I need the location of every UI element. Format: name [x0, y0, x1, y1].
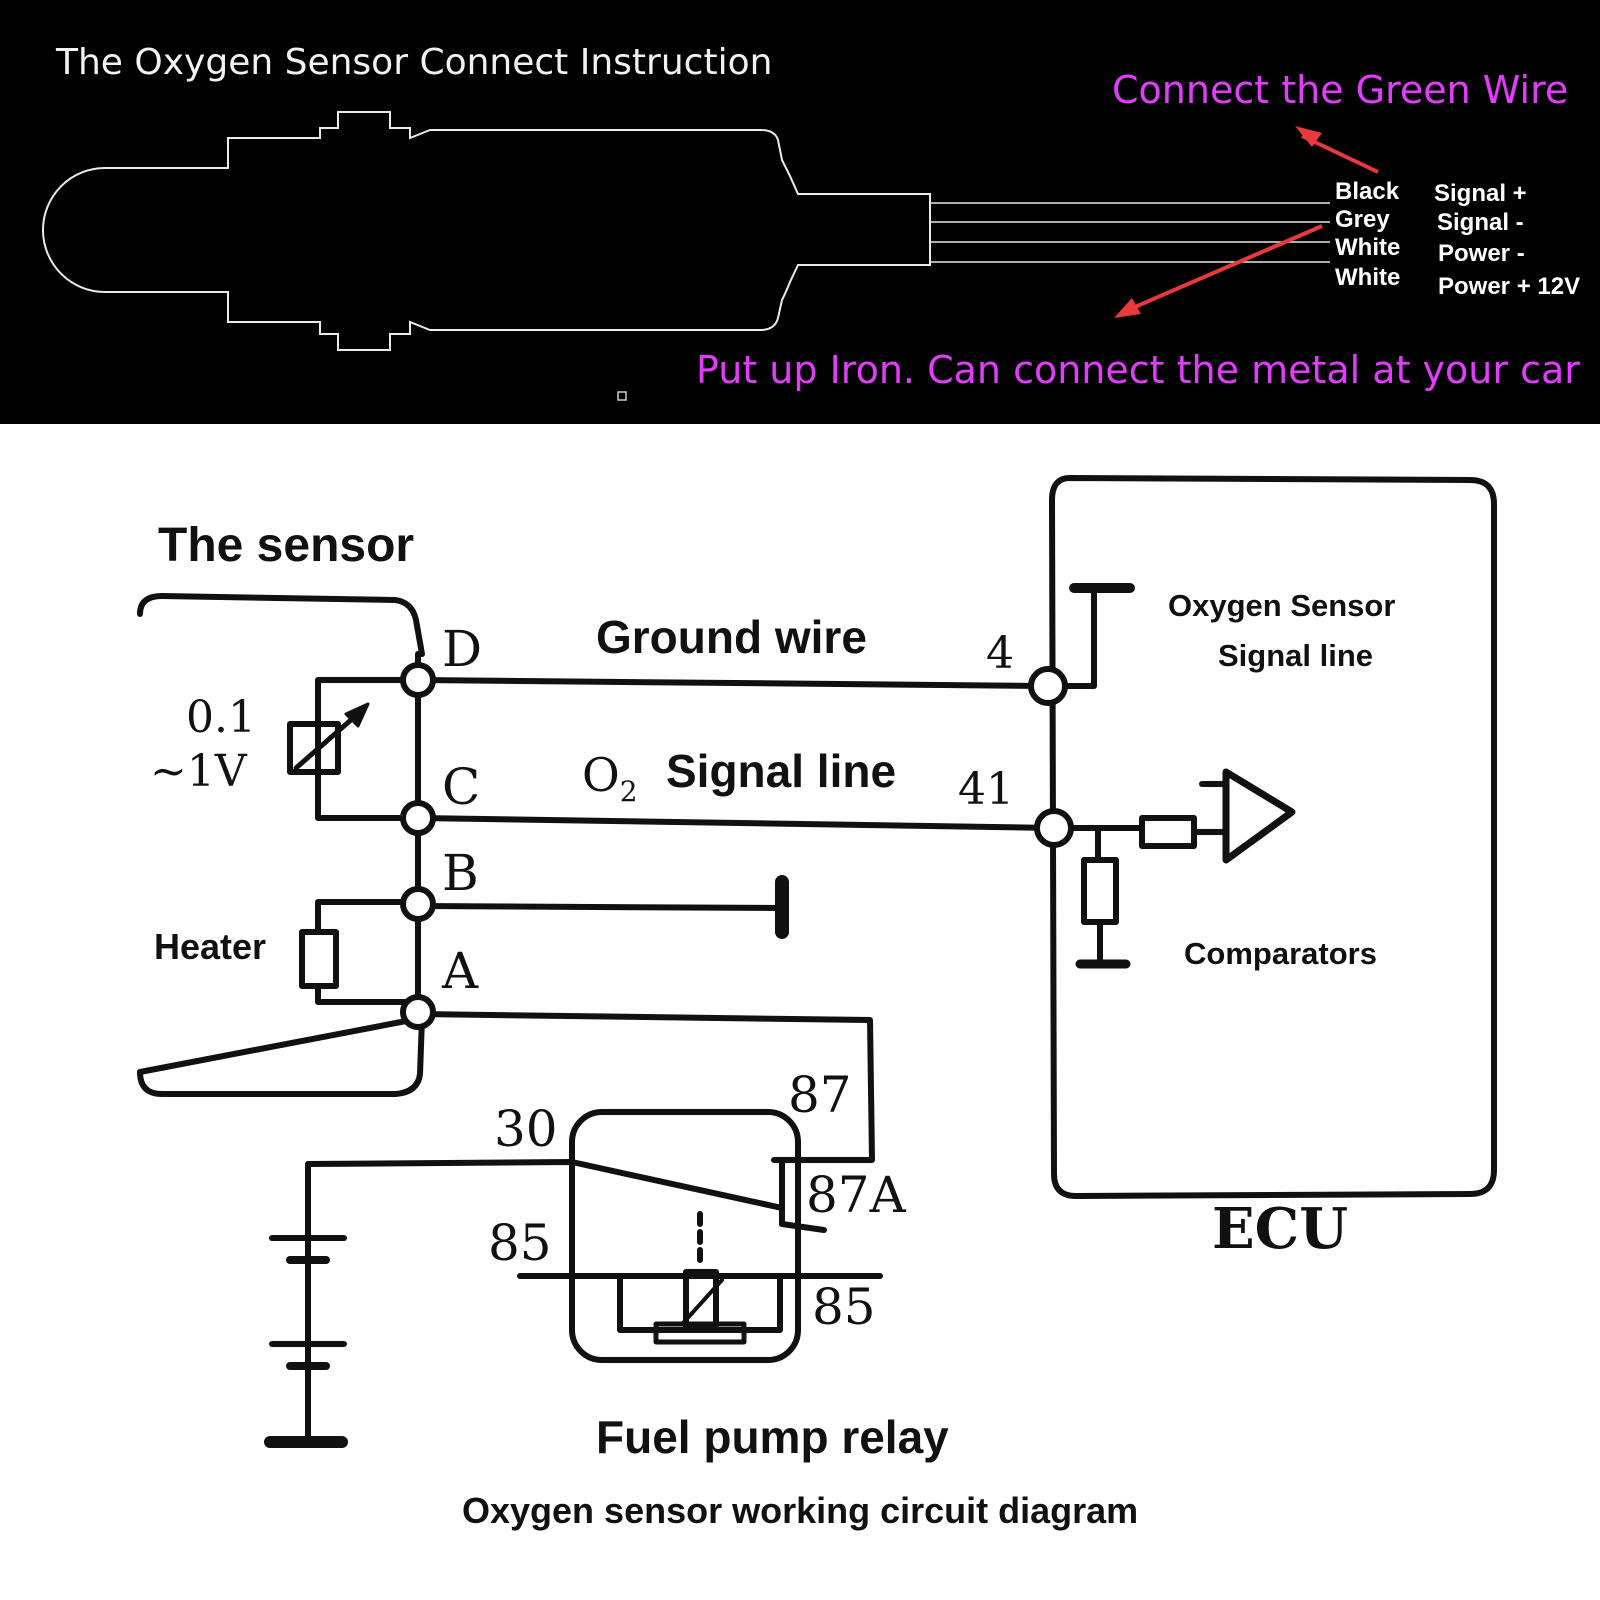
heater-label: Heater [154, 926, 267, 967]
sensing-loop [315, 677, 421, 821]
ecu-pin-4-label: 4 [986, 628, 1014, 679]
arrow-head-up [1295, 126, 1322, 147]
ecu-signal-label-2: Signal line [1218, 638, 1374, 673]
instruction-title: The Oxygen Sensor Connect Instruction [56, 42, 773, 83]
iron-note: Put up Iron. Can connect the metal at yo… [696, 348, 1580, 392]
wire-color-3: White [1335, 234, 1401, 261]
wire-function-2: Signal - [1437, 209, 1524, 236]
ecu-pulldown-resistor [1081, 857, 1119, 925]
o2-label: O2 [582, 748, 638, 808]
ecu-signal-label-1: Oxygen Sensor [1168, 588, 1396, 623]
wire-color-1: Black [1335, 178, 1400, 205]
ecu-label: ECU [1212, 1196, 1349, 1262]
small-square-mark [617, 391, 627, 401]
voltage-bottom-label: ~1V [150, 746, 247, 797]
heater-power-line [415, 1011, 875, 1163]
ecu-pin-41-label: 41 [958, 764, 1014, 815]
ground-wire-line [415, 677, 1051, 689]
ecu-terminal-41 [1034, 808, 1074, 848]
ecu-series-resistor [1139, 815, 1197, 849]
diagram-caption: Oxygen sensor working circuit diagram [462, 1490, 1139, 1531]
relay-30-label: 30 [494, 1100, 558, 1158]
circuit-diagram-panel: The sensor 0.1 ~1V Heater D C B A Ground… [0, 424, 1600, 1600]
arrow-to-iron-note [1127, 224, 1323, 312]
sensing-element-arrow [293, 709, 363, 771]
pin-b-label: B [442, 844, 479, 902]
relay-85-left-label: 85 [488, 1214, 552, 1272]
signal-wire-line [415, 815, 1057, 831]
pin-d-label: D [442, 620, 483, 678]
green-wire-note: Connect the Green Wire [1112, 68, 1569, 112]
terminal-b [400, 886, 436, 922]
ground-wire-label: Ground wire [596, 611, 867, 663]
relay-87a-label: 87A [806, 1166, 906, 1224]
relay-87-label: 87 [788, 1066, 852, 1124]
pin-a-label: A [442, 942, 479, 1000]
sensor-body-outline [42, 111, 931, 351]
comparators-label: Comparators [1184, 936, 1377, 971]
wire-function-1: Signal + [1434, 180, 1527, 207]
terminal-d [400, 662, 436, 698]
arrow-head-down [1114, 298, 1141, 318]
o2-symbol: O [582, 748, 620, 802]
relay-title: Fuel pump relay [596, 1411, 949, 1463]
wire-color-2: Grey [1335, 206, 1390, 233]
sensing-arrowhead [344, 702, 370, 728]
ecu-box [1049, 475, 1497, 1199]
terminal-a [400, 994, 436, 1030]
sensing-element [287, 721, 341, 775]
relay-coil [683, 1269, 719, 1331]
heater-element [299, 929, 339, 989]
sensor-connection-panel: The Oxygen Sensor Connect Instruction Co… [0, 0, 1600, 424]
ecu-terminal-4 [1028, 666, 1068, 706]
wire-color-4: White [1335, 264, 1401, 291]
relay-coil-loop [517, 1273, 883, 1333]
circuit-drawing [137, 475, 1497, 1448]
wire-function-4: Power + 12V [1438, 273, 1581, 300]
relay-box [569, 1109, 801, 1363]
sensor-outline-drawing [42, 111, 1379, 401]
relay-85-right-label: 85 [812, 1278, 876, 1336]
pin-c-label: C [442, 758, 481, 816]
relay-coil-resistor [653, 1321, 747, 1345]
voltage-top-label: 0.1 [186, 692, 256, 743]
signal-line-label: Signal line [666, 745, 897, 797]
heater-ground-line [415, 903, 785, 911]
comparator-symbol [1222, 768, 1296, 864]
sensor-box [137, 593, 425, 1097]
terminal-c [400, 800, 436, 836]
o2-subscript: 2 [619, 775, 638, 809]
wire-function-3: Power - [1438, 240, 1525, 267]
sensor-title: The sensor [158, 519, 415, 572]
